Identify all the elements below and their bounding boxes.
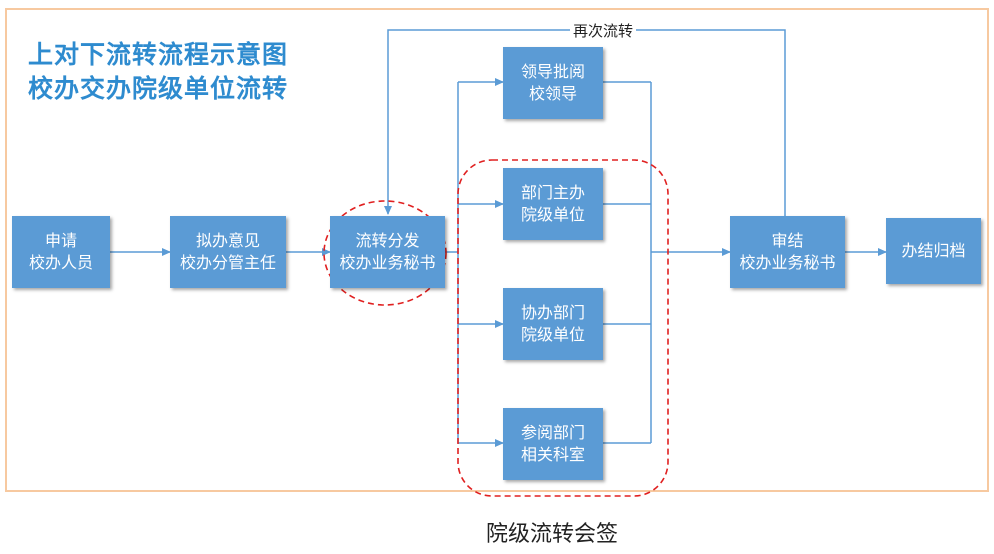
node-applicant-line2: 校办人员 [28, 253, 93, 272]
diagram-title: 上对下流转流程示意图 校办交办院级单位流转 [28, 38, 288, 106]
node-leader-line2: 校领导 [528, 84, 577, 103]
node-dispatch-line2: 校办业务秘书 [339, 253, 436, 272]
node-leader-line1: 领导批阅 [520, 62, 585, 81]
node-leader: 领导批阅 校领导 [503, 47, 603, 119]
node-audit-line2: 校办业务秘书 [739, 253, 836, 272]
node-draft-line1: 拟办意见 [195, 231, 260, 250]
title-line-2: 校办交办院级单位流转 [28, 74, 289, 103]
caption-college-countersign: 院级流转会签 [486, 522, 619, 547]
highlight-college-countersign [457, 159, 669, 497]
node-applicant: 申请 校办人员 [12, 216, 110, 288]
node-audit: 审结 校办业务秘书 [730, 216, 845, 288]
node-review-dept-line1: 参阅部门 [520, 423, 585, 442]
node-assist-dept-line1: 协办部门 [520, 303, 585, 322]
node-lead-dept-line1: 部门主办 [520, 183, 585, 202]
node-draft: 拟办意见 校办分管主任 [170, 216, 286, 288]
node-lead-dept: 部门主办 院级单位 [503, 168, 603, 240]
loop-label: 再次流转 [570, 20, 637, 41]
node-lead-dept-line2: 院级单位 [520, 205, 585, 224]
node-review-dept: 参阅部门 相关科室 [503, 408, 603, 480]
node-applicant-line1: 申请 [44, 231, 77, 250]
node-assist-dept: 协办部门 院级单位 [503, 288, 603, 360]
diagram-frame [5, 8, 989, 492]
node-assist-dept-line2: 院级单位 [520, 325, 585, 344]
node-draft-line2: 校办分管主任 [179, 253, 276, 272]
title-line-1: 上对下流转流程示意图 [28, 40, 289, 69]
node-review-dept-line2: 相关科室 [520, 445, 585, 464]
node-archive: 办结归档 [886, 218, 981, 284]
node-dispatch: 流转分发 校办业务秘书 [330, 216, 445, 288]
highlight-dispatch [323, 200, 447, 306]
node-dispatch-line1: 流转分发 [355, 231, 420, 250]
node-audit-line1: 审结 [771, 231, 804, 250]
node-archive-line1: 办结归档 [901, 241, 966, 260]
